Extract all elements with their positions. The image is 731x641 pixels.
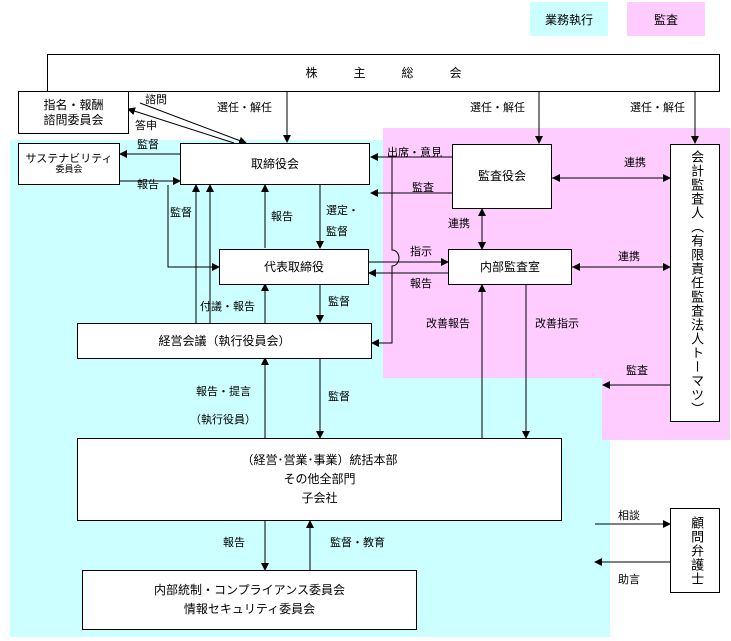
label-audit-board: 監査 bbox=[412, 181, 434, 194]
label-supervise-educate: 監督・教育 bbox=[330, 536, 385, 549]
label-report-sustainability: 報告 bbox=[137, 178, 159, 191]
divisions-label-3: 子会社 bbox=[301, 491, 338, 506]
audit-board-label: 監査役会 bbox=[477, 169, 526, 183]
label-report-board: 報告 bbox=[271, 210, 293, 223]
nomination-committee-label-1: 指名・報酬 bbox=[43, 97, 104, 112]
board-of-directors-label: 取締役会 bbox=[250, 156, 299, 171]
sustainability-committee-label-2: 委員会 bbox=[55, 165, 83, 176]
representative-director-box: 代表取締役 bbox=[219, 249, 369, 285]
shareholders-meeting-label: 株 主 総 会 bbox=[305, 65, 462, 80]
sustainability-committee-label-1: サステナビリティ bbox=[25, 151, 113, 165]
accounting-auditor-box: 会計監査人（有限責任監査法人トーマツ） bbox=[670, 144, 720, 422]
label-inquiry: 諮問 bbox=[145, 93, 167, 106]
sustainability-committee-box: サステナビリティ 委員会 bbox=[18, 143, 120, 185]
internal-audit-office-label: 内部監査室 bbox=[479, 259, 540, 274]
label-exec-officers: （執行役員） bbox=[190, 413, 256, 426]
management-meeting-label: 経営会議（執行役員会） bbox=[158, 333, 291, 348]
label-coop-audit-accounting: 連携 bbox=[624, 156, 646, 169]
label-elect-board: 選任・解任 bbox=[217, 101, 272, 114]
legend-execution: 業務執行 bbox=[530, 2, 608, 36]
internal-control-committee-box: 内部統制・コンプライアンス委員会 情報セキュリティ委員会 bbox=[82, 570, 417, 630]
board-of-directors-box: 取締役会 bbox=[180, 143, 370, 185]
nomination-committee-box: 指名・報酬 諮問委員会 bbox=[18, 91, 129, 134]
internal-control-committee-label-1: 内部統制・コンプライアンス委員会 bbox=[154, 582, 345, 597]
label-elect-accounting: 選任・解任 bbox=[630, 101, 685, 114]
divisions-label-2: その他全部門 bbox=[283, 471, 356, 486]
nomination-committee-label-2: 諮問委員会 bbox=[43, 112, 104, 127]
legal-advisor-box: 顧問弁護士 bbox=[670, 508, 720, 593]
label-supervise-management: 監督 bbox=[328, 295, 350, 308]
label-appoint-supervise: 監督 bbox=[326, 225, 348, 238]
label-reply: 答申 bbox=[135, 119, 157, 132]
label-supervise-sustainability: 監督 bbox=[137, 138, 159, 151]
label-supervise-divisions: 監督 bbox=[328, 390, 350, 403]
label-supervise-left: 監督 bbox=[170, 206, 192, 219]
legend-execution-label: 業務執行 bbox=[544, 12, 593, 27]
representative-director-label: 代表取締役 bbox=[263, 259, 324, 274]
label-instruct: 指示 bbox=[410, 245, 432, 258]
label-consult: 相談 bbox=[618, 509, 640, 522]
internal-control-committee-label-2: 情報セキュリティ委員会 bbox=[183, 602, 316, 616]
label-attend-opinion: 出席・意見 bbox=[387, 146, 442, 159]
label-report-internal-control: 報告 bbox=[223, 536, 245, 549]
label-coop-audit-internal: 連携 bbox=[448, 217, 470, 230]
accounting-auditor-label: 会計監査人（有限責任監査法人トーマツ） bbox=[688, 150, 704, 416]
label-report-internal-audit: 報告 bbox=[410, 277, 432, 290]
label-audit-accounting: 監査 bbox=[626, 364, 648, 377]
management-meeting-box: 経営会議（執行役員会） bbox=[77, 323, 372, 359]
label-report-propose: 報告・提言 bbox=[196, 385, 251, 398]
label-appoint: 選定・ bbox=[326, 204, 359, 217]
legal-advisor-label: 顧問弁護士 bbox=[688, 515, 704, 586]
label-advice: 助言 bbox=[618, 573, 640, 586]
shareholders-meeting-box: 株 主 総 会 bbox=[47, 54, 720, 92]
label-refer-report: 付議・報告 bbox=[200, 300, 255, 313]
audit-board-box: 監査役会 bbox=[452, 144, 552, 209]
legend-audit: 監査 bbox=[627, 2, 705, 36]
label-improve-instruct: 改善指示 bbox=[535, 317, 579, 330]
divisions-box: （経営･営業･事業）統括本部 その他全部門 子会社 bbox=[77, 438, 562, 521]
internal-audit-office-box: 内部監査室 bbox=[448, 249, 572, 285]
divisions-label-1: （経営･営業･事業）統括本部 bbox=[241, 452, 398, 467]
label-improve-report: 改善報告 bbox=[426, 317, 470, 330]
label-elect-audit: 選任・解任 bbox=[470, 101, 525, 114]
label-coop-internal-accounting: 連携 bbox=[618, 250, 640, 263]
legend-audit-label: 監査 bbox=[653, 12, 678, 27]
